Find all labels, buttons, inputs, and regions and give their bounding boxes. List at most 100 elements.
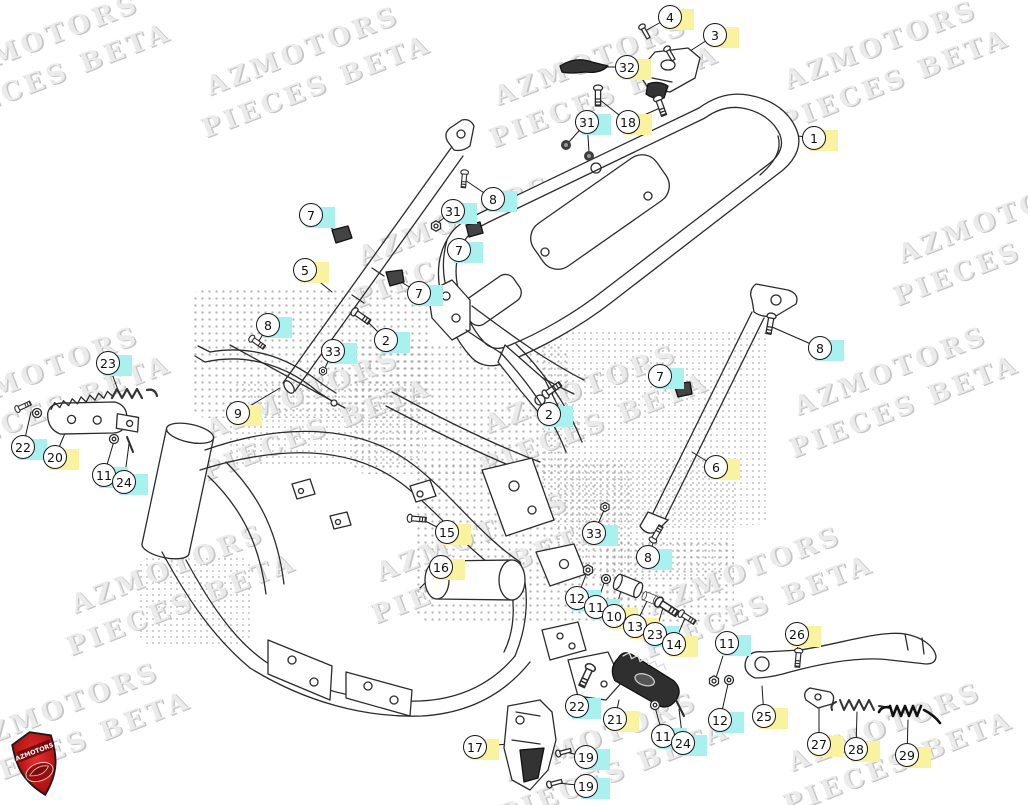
callout-number: 16	[429, 555, 453, 579]
part-callout-8[interactable]: 8	[808, 336, 844, 361]
callout-number: 21	[603, 707, 627, 731]
part-callout-29[interactable]: 29	[895, 743, 931, 768]
callout-number: 22	[565, 694, 589, 718]
part-callout-1[interactable]: 1	[802, 126, 838, 151]
callout-number: 24	[671, 731, 695, 755]
part-callout-31[interactable]: 31	[575, 110, 611, 135]
part-callout-14[interactable]: 14	[662, 632, 698, 657]
callout-number: 6	[704, 455, 728, 479]
callout-number: 12	[708, 708, 732, 732]
part-callout-3[interactable]: 3	[703, 23, 739, 48]
callout-number: 19	[574, 774, 598, 798]
part-callout-24[interactable]: 24	[112, 470, 148, 495]
part-callout-6[interactable]: 6	[704, 455, 740, 480]
callout-number: 2	[537, 402, 561, 426]
callout-number: 25	[752, 704, 776, 728]
part-callout-12[interactable]: 12	[708, 708, 744, 733]
part-callout-32[interactable]: 32	[615, 55, 651, 80]
callout-number: 7	[648, 364, 672, 388]
callout-number: 18	[616, 110, 640, 134]
part-callout-19[interactable]: 19	[574, 774, 610, 799]
part-callout-10[interactable]: 10	[602, 604, 638, 629]
callout-number: 2	[374, 328, 398, 352]
linkage-rod	[194, 344, 346, 409]
part-callout-22[interactable]: 22	[565, 694, 601, 719]
part-callout-2[interactable]: 2	[537, 402, 573, 427]
callout-number: 4	[658, 5, 682, 29]
callout-number: 3	[703, 23, 727, 47]
callout-number: 33	[582, 521, 606, 545]
callout-number: 32	[615, 55, 639, 79]
callout-number: 14	[662, 632, 686, 656]
subframe-tube	[246, 118, 484, 394]
side-stand	[708, 632, 942, 725]
left-footpeg	[13, 387, 159, 453]
top-bracket-group	[559, 22, 701, 162]
callout-number: 29	[895, 743, 919, 767]
part-callout-8[interactable]: 8	[256, 313, 292, 338]
callout-number: 8	[256, 313, 280, 337]
callout-number: 1	[802, 126, 826, 150]
callout-number: 7	[407, 281, 431, 305]
callout-number: 7	[299, 203, 323, 227]
callout-number: 5	[293, 258, 317, 282]
callout-number: 17	[463, 735, 487, 759]
part-callout-17[interactable]: 17	[463, 735, 499, 760]
callout-number: 10	[602, 604, 626, 628]
callout-number: 8	[808, 336, 832, 360]
callout-number: 12	[565, 586, 589, 610]
right-footpeg	[567, 651, 685, 717]
part-callout-18[interactable]: 18	[616, 110, 652, 135]
part-callout-25[interactable]: 25	[752, 704, 788, 729]
callout-number: 22	[11, 435, 35, 459]
part-callout-16[interactable]: 16	[429, 555, 465, 580]
callout-number: 15	[435, 520, 459, 544]
callout-number: 19	[574, 745, 598, 769]
callout-number: 11	[651, 724, 675, 748]
callout-number: 20	[43, 445, 67, 469]
part-callout-7[interactable]: 7	[299, 203, 335, 228]
callout-number: 8	[481, 187, 505, 211]
part-callout-33[interactable]: 33	[582, 521, 618, 546]
callout-number: 27	[807, 732, 831, 756]
part-callout-8[interactable]: 8	[481, 187, 517, 212]
part-callout-33[interactable]: 33	[321, 339, 357, 364]
part-callout-26[interactable]: 26	[785, 622, 821, 647]
part-callout-9[interactable]: 9	[226, 401, 262, 426]
part-callout-7[interactable]: 7	[407, 281, 443, 306]
halftone-patch	[352, 344, 567, 474]
rear-strut	[600, 283, 798, 545]
part-callout-28[interactable]: 28	[844, 737, 880, 762]
part-callout-15[interactable]: 15	[435, 520, 471, 545]
callout-number: 8	[636, 545, 660, 569]
part-callout-2[interactable]: 2	[374, 328, 410, 353]
part-callout-11[interactable]: 11	[715, 631, 751, 656]
part-callout-27[interactable]: 27	[807, 732, 843, 757]
rear-rack	[437, 93, 800, 367]
part-callout-4[interactable]: 4	[658, 5, 694, 30]
callout-number: 24	[112, 470, 136, 494]
callout-number: 28	[844, 737, 868, 761]
part-callout-31[interactable]: 31	[441, 199, 477, 224]
part-callout-5[interactable]: 5	[293, 258, 329, 283]
callout-number: 9	[226, 401, 250, 425]
callout-number: 7	[447, 238, 471, 262]
callout-number: 11	[715, 631, 739, 655]
part-callout-20[interactable]: 20	[43, 445, 79, 470]
callout-number: 31	[441, 199, 465, 223]
part-callout-23[interactable]: 23	[96, 351, 132, 376]
brand-logo: AZMOTORS	[6, 725, 70, 805]
part-callout-7[interactable]: 7	[447, 238, 483, 263]
callout-number: 31	[575, 110, 599, 134]
part-callout-19[interactable]: 19	[574, 745, 610, 770]
part-callout-21[interactable]: 21	[603, 707, 639, 732]
part-callout-7[interactable]: 7	[648, 364, 684, 389]
shield-logo-graphic: AZMOTORS	[11, 731, 57, 797]
callout-number: 23	[96, 351, 120, 375]
callout-number: 33	[321, 339, 345, 363]
part-callout-24[interactable]: 24	[671, 731, 707, 756]
part-callout-22[interactable]: 22	[11, 435, 47, 460]
mount-hardware	[582, 564, 698, 627]
part-callout-8[interactable]: 8	[636, 545, 672, 570]
callout-number: 26	[785, 622, 809, 646]
